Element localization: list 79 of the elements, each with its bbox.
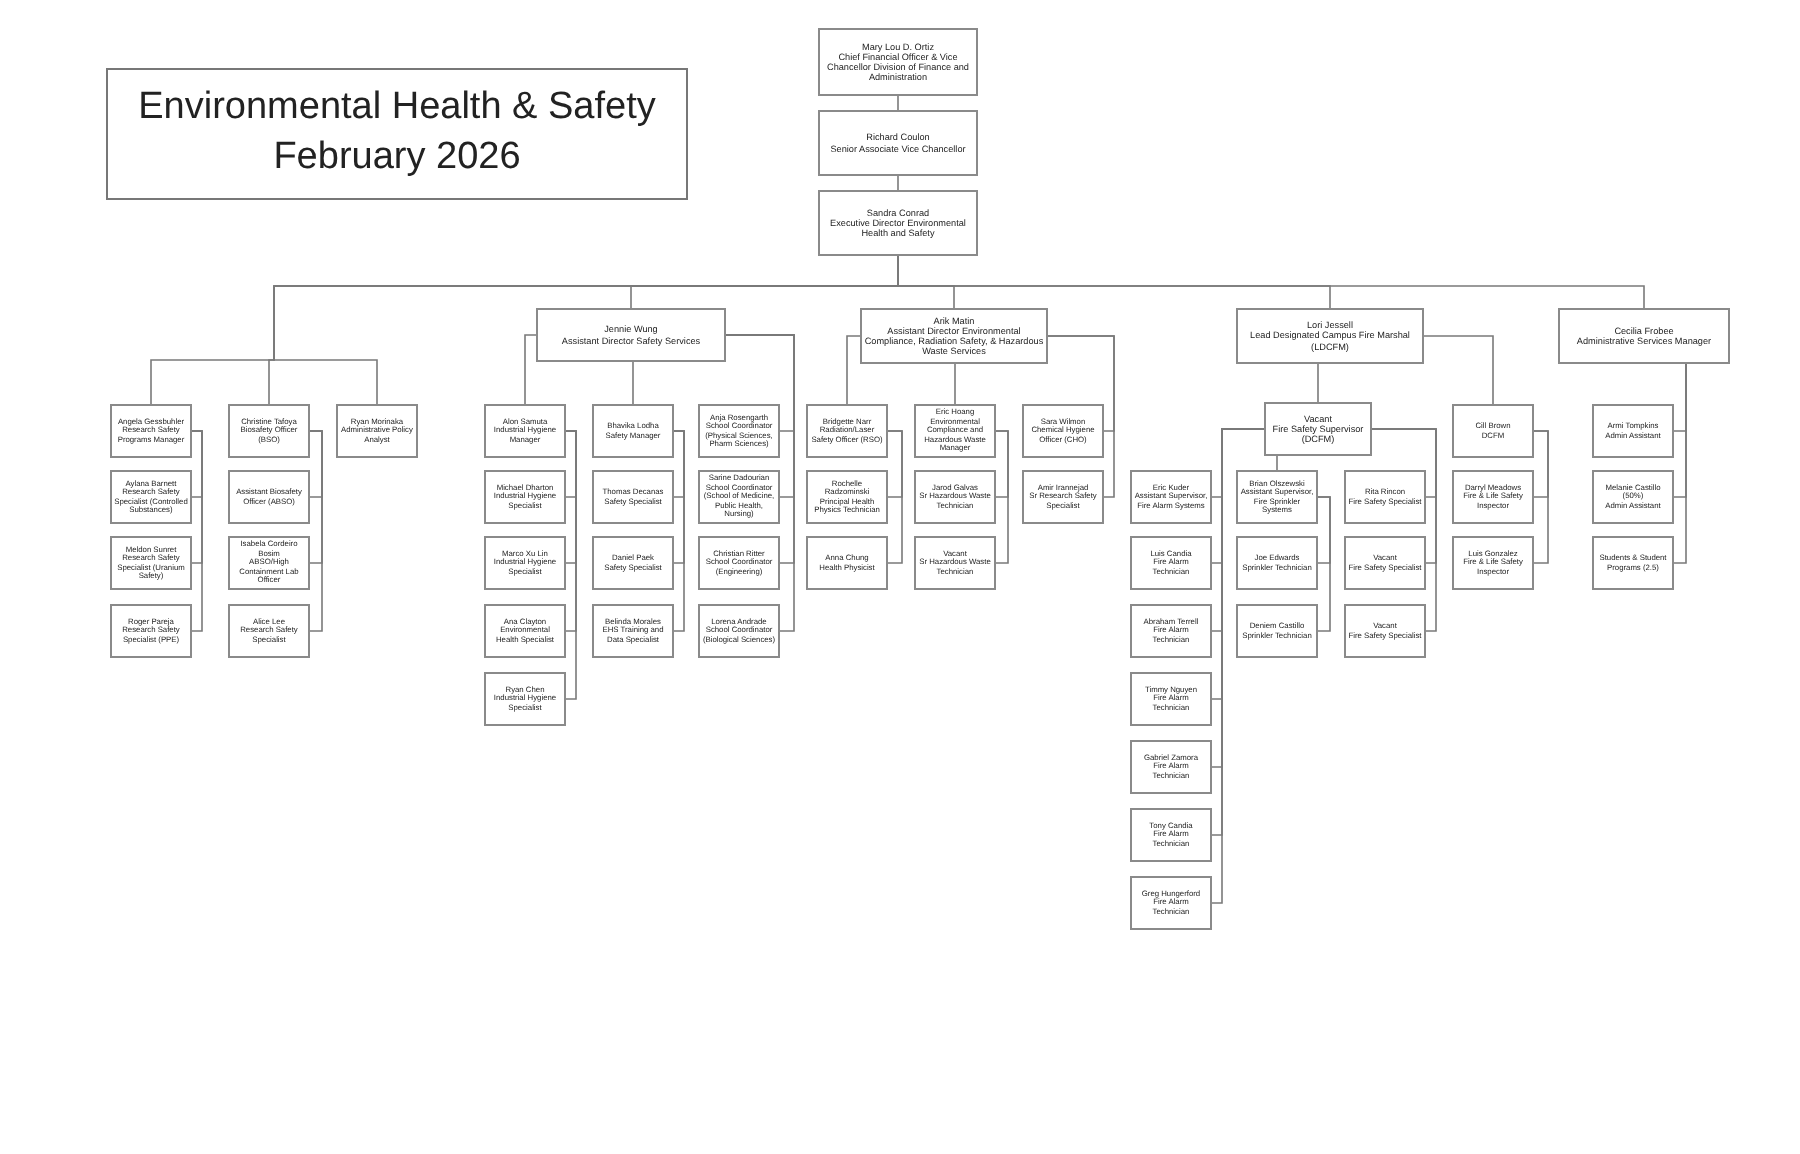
org-box <box>1344 470 1426 524</box>
org-box <box>1236 604 1318 658</box>
connector-line <box>1047 335 1115 498</box>
org-box <box>818 110 978 176</box>
connector-line <box>673 430 685 632</box>
org-box <box>228 470 310 524</box>
connector-line <box>524 334 537 405</box>
org-box <box>818 190 978 256</box>
org-box <box>806 404 888 458</box>
org-box <box>1130 876 1212 930</box>
org-box <box>818 28 978 96</box>
connector-line <box>1673 363 1687 564</box>
connector-line <box>954 363 956 405</box>
org-box <box>806 470 888 524</box>
connector-line <box>897 175 899 191</box>
org-box <box>698 536 780 590</box>
org-box <box>1344 536 1426 590</box>
org-box <box>698 404 780 458</box>
org-box <box>110 470 192 524</box>
org-box <box>1592 536 1674 590</box>
org-box <box>592 536 674 590</box>
org-box <box>110 604 192 658</box>
org-box <box>228 536 310 590</box>
org-box <box>914 404 996 458</box>
org-box <box>336 404 418 458</box>
org-box <box>1558 308 1730 364</box>
org-box <box>1022 470 1104 524</box>
org-box <box>110 536 192 590</box>
connector-line <box>632 361 634 405</box>
connector-line <box>191 430 203 632</box>
org-box <box>1236 536 1318 590</box>
org-box <box>592 404 674 458</box>
org-box <box>1264 402 1372 456</box>
org-box <box>1130 536 1212 590</box>
org-box <box>1452 536 1534 590</box>
connector-line <box>565 430 577 700</box>
org-box <box>1592 470 1674 524</box>
org-box <box>110 404 192 458</box>
org-box <box>592 470 674 524</box>
org-box <box>1452 404 1534 458</box>
diagram-title: Environmental Health & Safety February 2026 <box>137 84 657 182</box>
org-box <box>1452 470 1534 524</box>
connector-line <box>1371 428 1437 632</box>
org-box <box>228 404 310 458</box>
connector-line <box>1276 455 1278 471</box>
connector-line <box>1317 363 1319 403</box>
org-box <box>1022 404 1104 458</box>
org-box <box>1236 308 1424 364</box>
connector-line <box>897 95 899 111</box>
org-box <box>1130 808 1212 862</box>
org-box <box>698 470 780 524</box>
connector-line <box>995 430 1009 564</box>
connector-line <box>1533 430 1549 564</box>
org-box <box>860 308 1048 364</box>
org-box <box>484 470 566 524</box>
org-box <box>536 308 726 362</box>
org-box <box>484 672 566 726</box>
org-box <box>592 604 674 658</box>
org-box <box>1344 604 1426 658</box>
org-box <box>1592 404 1674 458</box>
connector-line <box>309 430 323 632</box>
connector-line <box>846 335 861 405</box>
connector-line <box>887 430 903 564</box>
org-box <box>914 536 996 590</box>
org-box <box>228 604 310 658</box>
org-box <box>806 536 888 590</box>
org-box <box>1236 470 1318 524</box>
connector-line <box>1317 496 1331 632</box>
org-box <box>914 470 996 524</box>
org-box <box>1130 470 1212 524</box>
org-box <box>484 536 566 590</box>
connector-line <box>1423 335 1494 405</box>
org-box <box>484 604 566 658</box>
org-box <box>484 404 566 458</box>
org-box <box>698 604 780 658</box>
connector-line <box>725 334 795 632</box>
org-box <box>1130 672 1212 726</box>
org-box <box>1130 604 1212 658</box>
org-box <box>1130 740 1212 794</box>
